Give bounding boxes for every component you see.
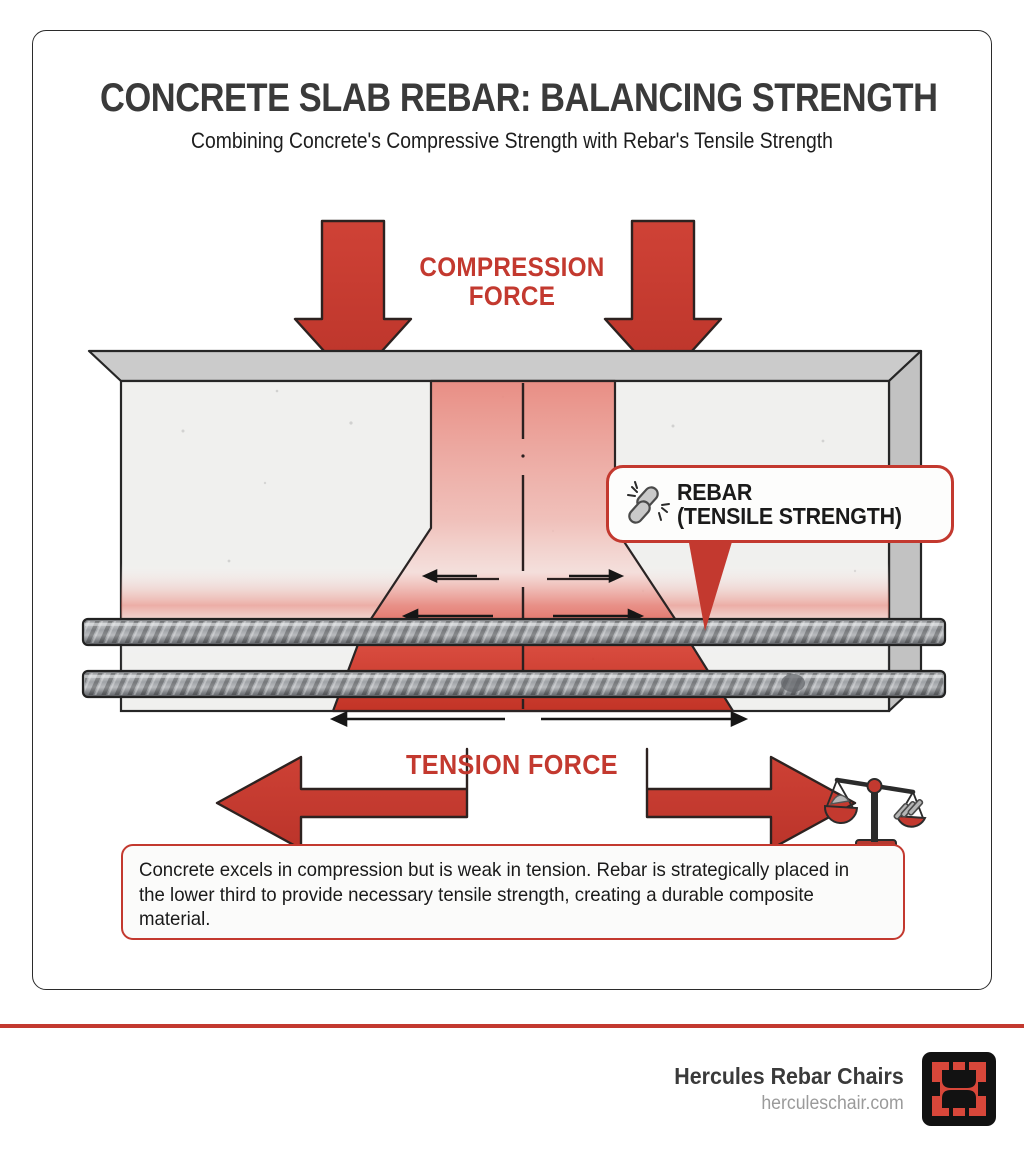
callout-text: REBAR (TENSILE STRENGTH)	[677, 478, 919, 529]
compression-force-label: COMPRESSION FORCE	[409, 252, 615, 312]
main-card: CONCRETE SLAB REBAR: BALANCING STRENGTH …	[32, 30, 992, 990]
slab-centerline	[521, 383, 525, 709]
tension-force-label: TENSION FORCE	[406, 749, 618, 780]
caption-text: Concrete excels in compression but is we…	[139, 859, 850, 931]
compression-label-line1: COMPRESSION	[419, 252, 605, 282]
tension-arrow-left	[215, 747, 469, 851]
caption-box: Concrete excels in compression but is we…	[121, 844, 905, 940]
brand-website[interactable]: herculeschair.com	[761, 1093, 904, 1114]
compression-label-line2: FORCE	[468, 281, 556, 312]
footer-text: Hercules Rebar Chairs herculeschair.com	[657, 1063, 904, 1115]
internal-tension-arrows	[329, 710, 749, 728]
rebar-callout[interactable]: REBAR (TENSILE STRENGTH)	[606, 465, 954, 543]
page-subtitle: Combining Concrete's Compressive Strengt…	[191, 128, 833, 153]
footer: Hercules Rebar Chairs herculeschair.com	[657, 1052, 996, 1126]
slab-top-face	[87, 349, 923, 383]
hercules-h-logo	[922, 1052, 996, 1126]
internal-compression-arrows	[401, 568, 645, 624]
footer-divider	[0, 1024, 1024, 1028]
spark-lines	[627, 481, 670, 521]
callout-line2: (TENSILE STRENGTH)	[677, 503, 902, 529]
tension-arrow-right	[645, 747, 857, 851]
rebar-bar-bottom	[81, 669, 947, 699]
callout-line1: REBAR	[677, 478, 753, 505]
concrete-slab-diagram	[81, 219, 947, 851]
chain-link-icon	[627, 481, 670, 524]
brand-name: Hercules Rebar Chairs	[674, 1063, 904, 1089]
balance-scale-icon	[823, 777, 927, 850]
rebar-bar-top	[81, 617, 947, 647]
page-title: CONCRETE SLAB REBAR: BALANCING STRENGTH	[100, 76, 938, 120]
